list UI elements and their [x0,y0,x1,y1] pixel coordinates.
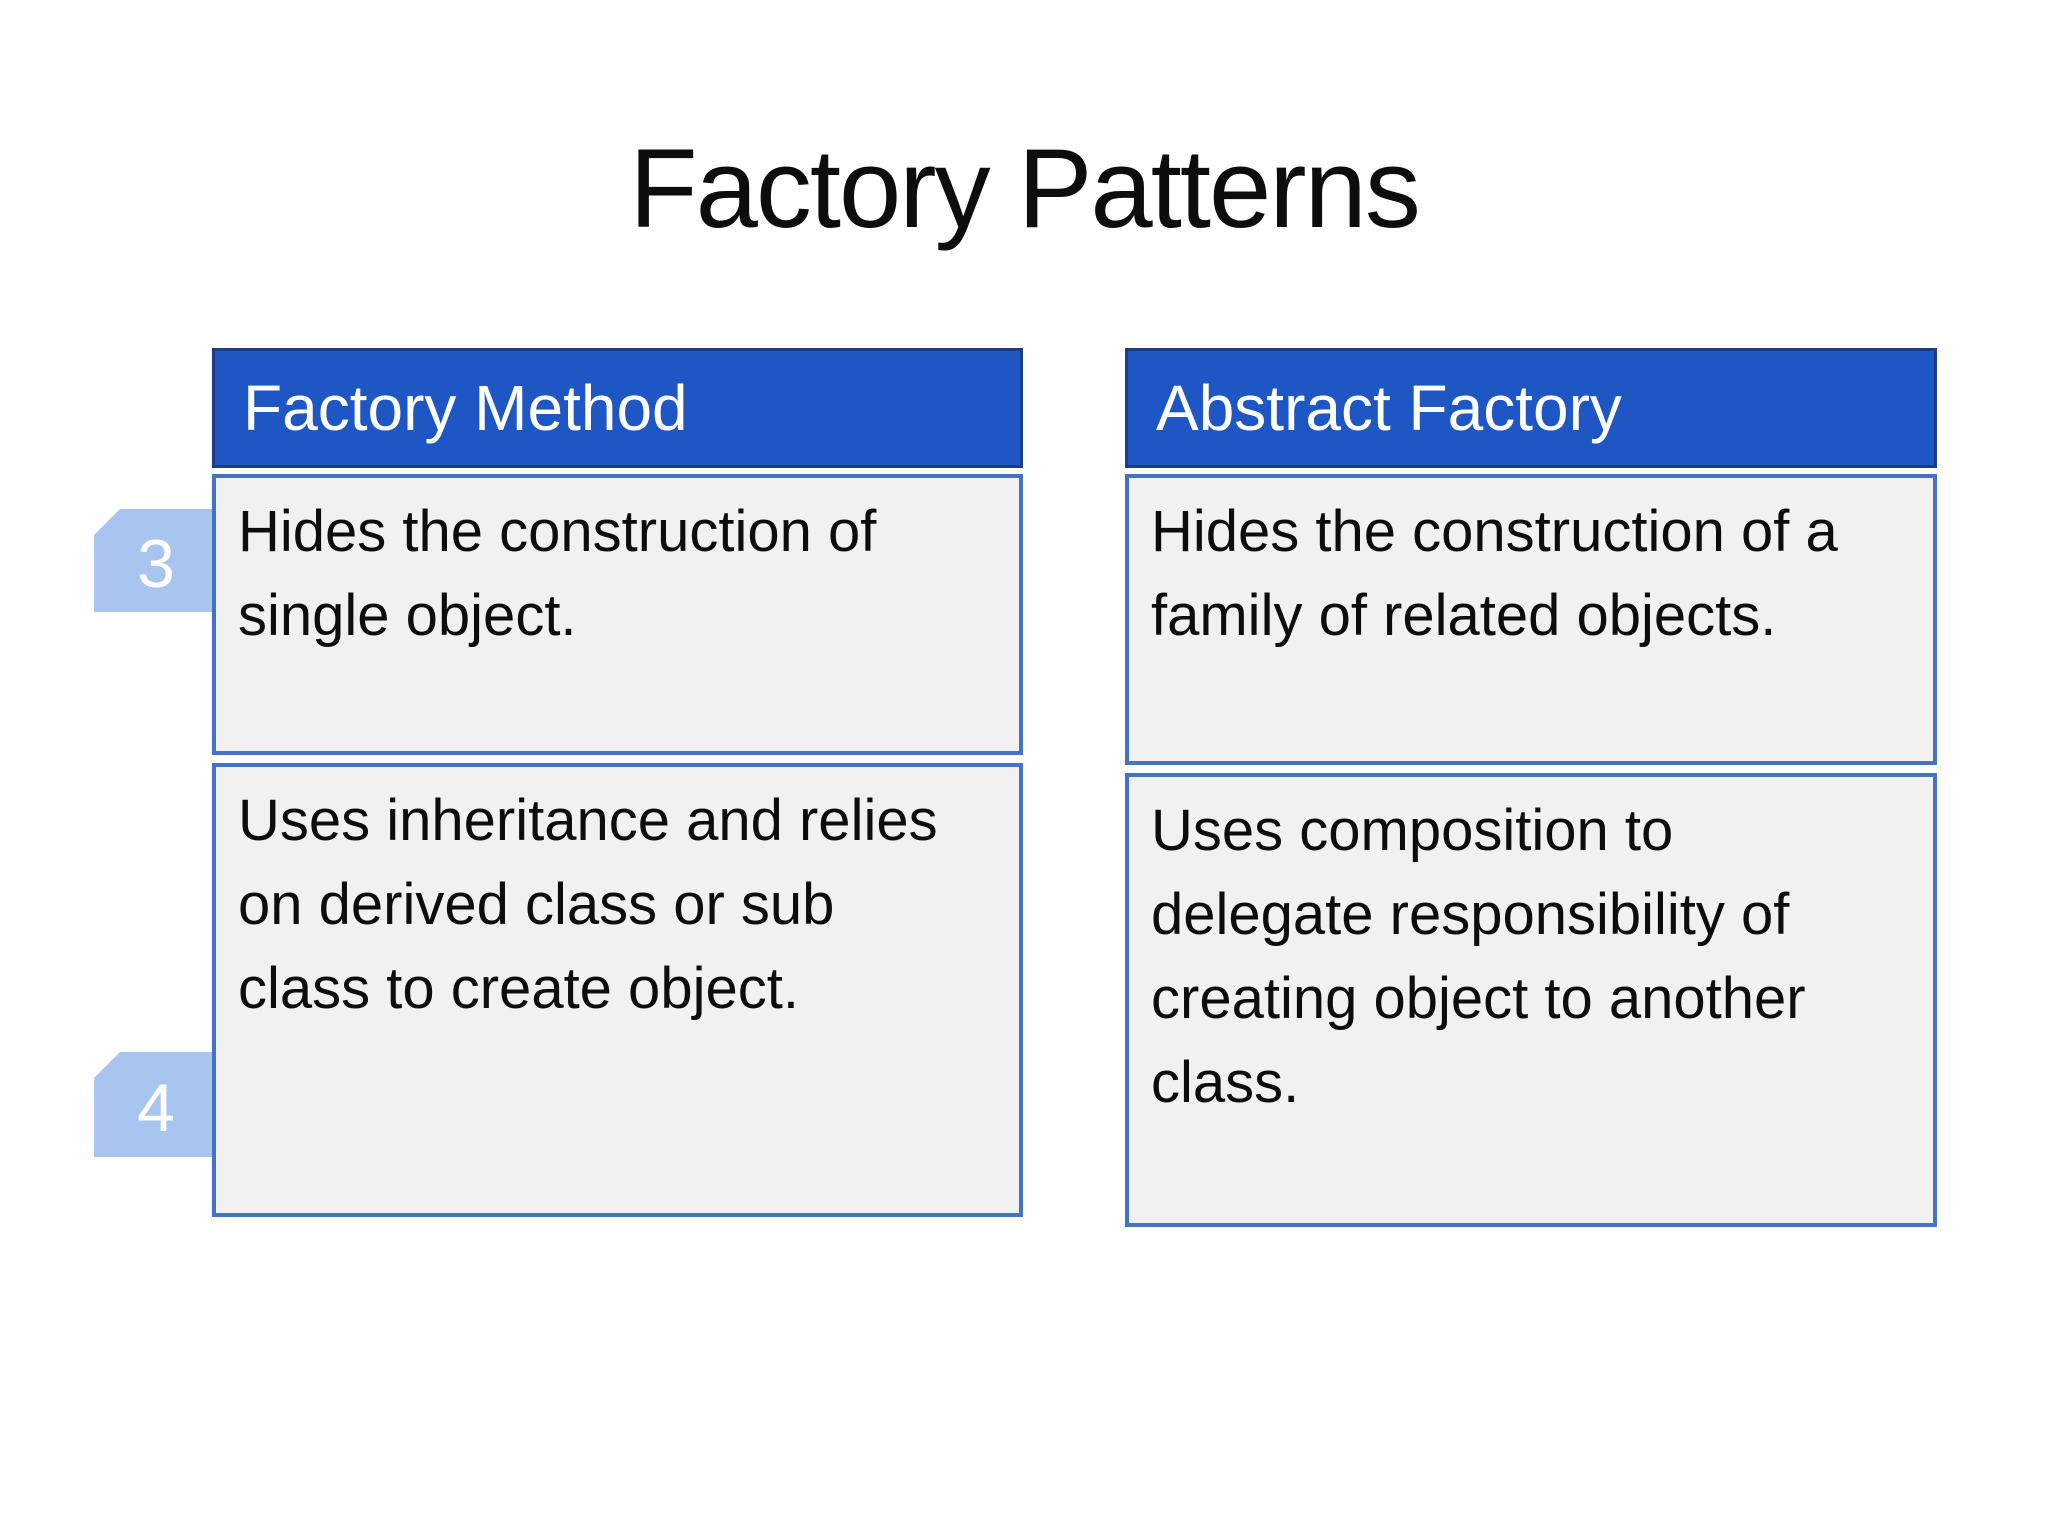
table-header-abstract-factory: Abstract Factory [1125,348,1937,468]
step-marker-3: 3 [94,509,218,612]
table-cell-factory-method-row2: Uses inheritance and relies on derived c… [212,763,1023,1217]
page-title: Factory Patterns [629,126,1421,251]
step-marker-4: 4 [94,1052,218,1157]
table-cell-abstract-factory-row1: Hides the construction of a family of re… [1125,474,1937,765]
table-header-factory-method: Factory Method [212,348,1023,468]
table-cell-abstract-factory-row2: Uses composition to delegate responsibil… [1125,773,1937,1227]
table-cell-factory-method-row1: Hides the construction of single object. [212,474,1023,755]
